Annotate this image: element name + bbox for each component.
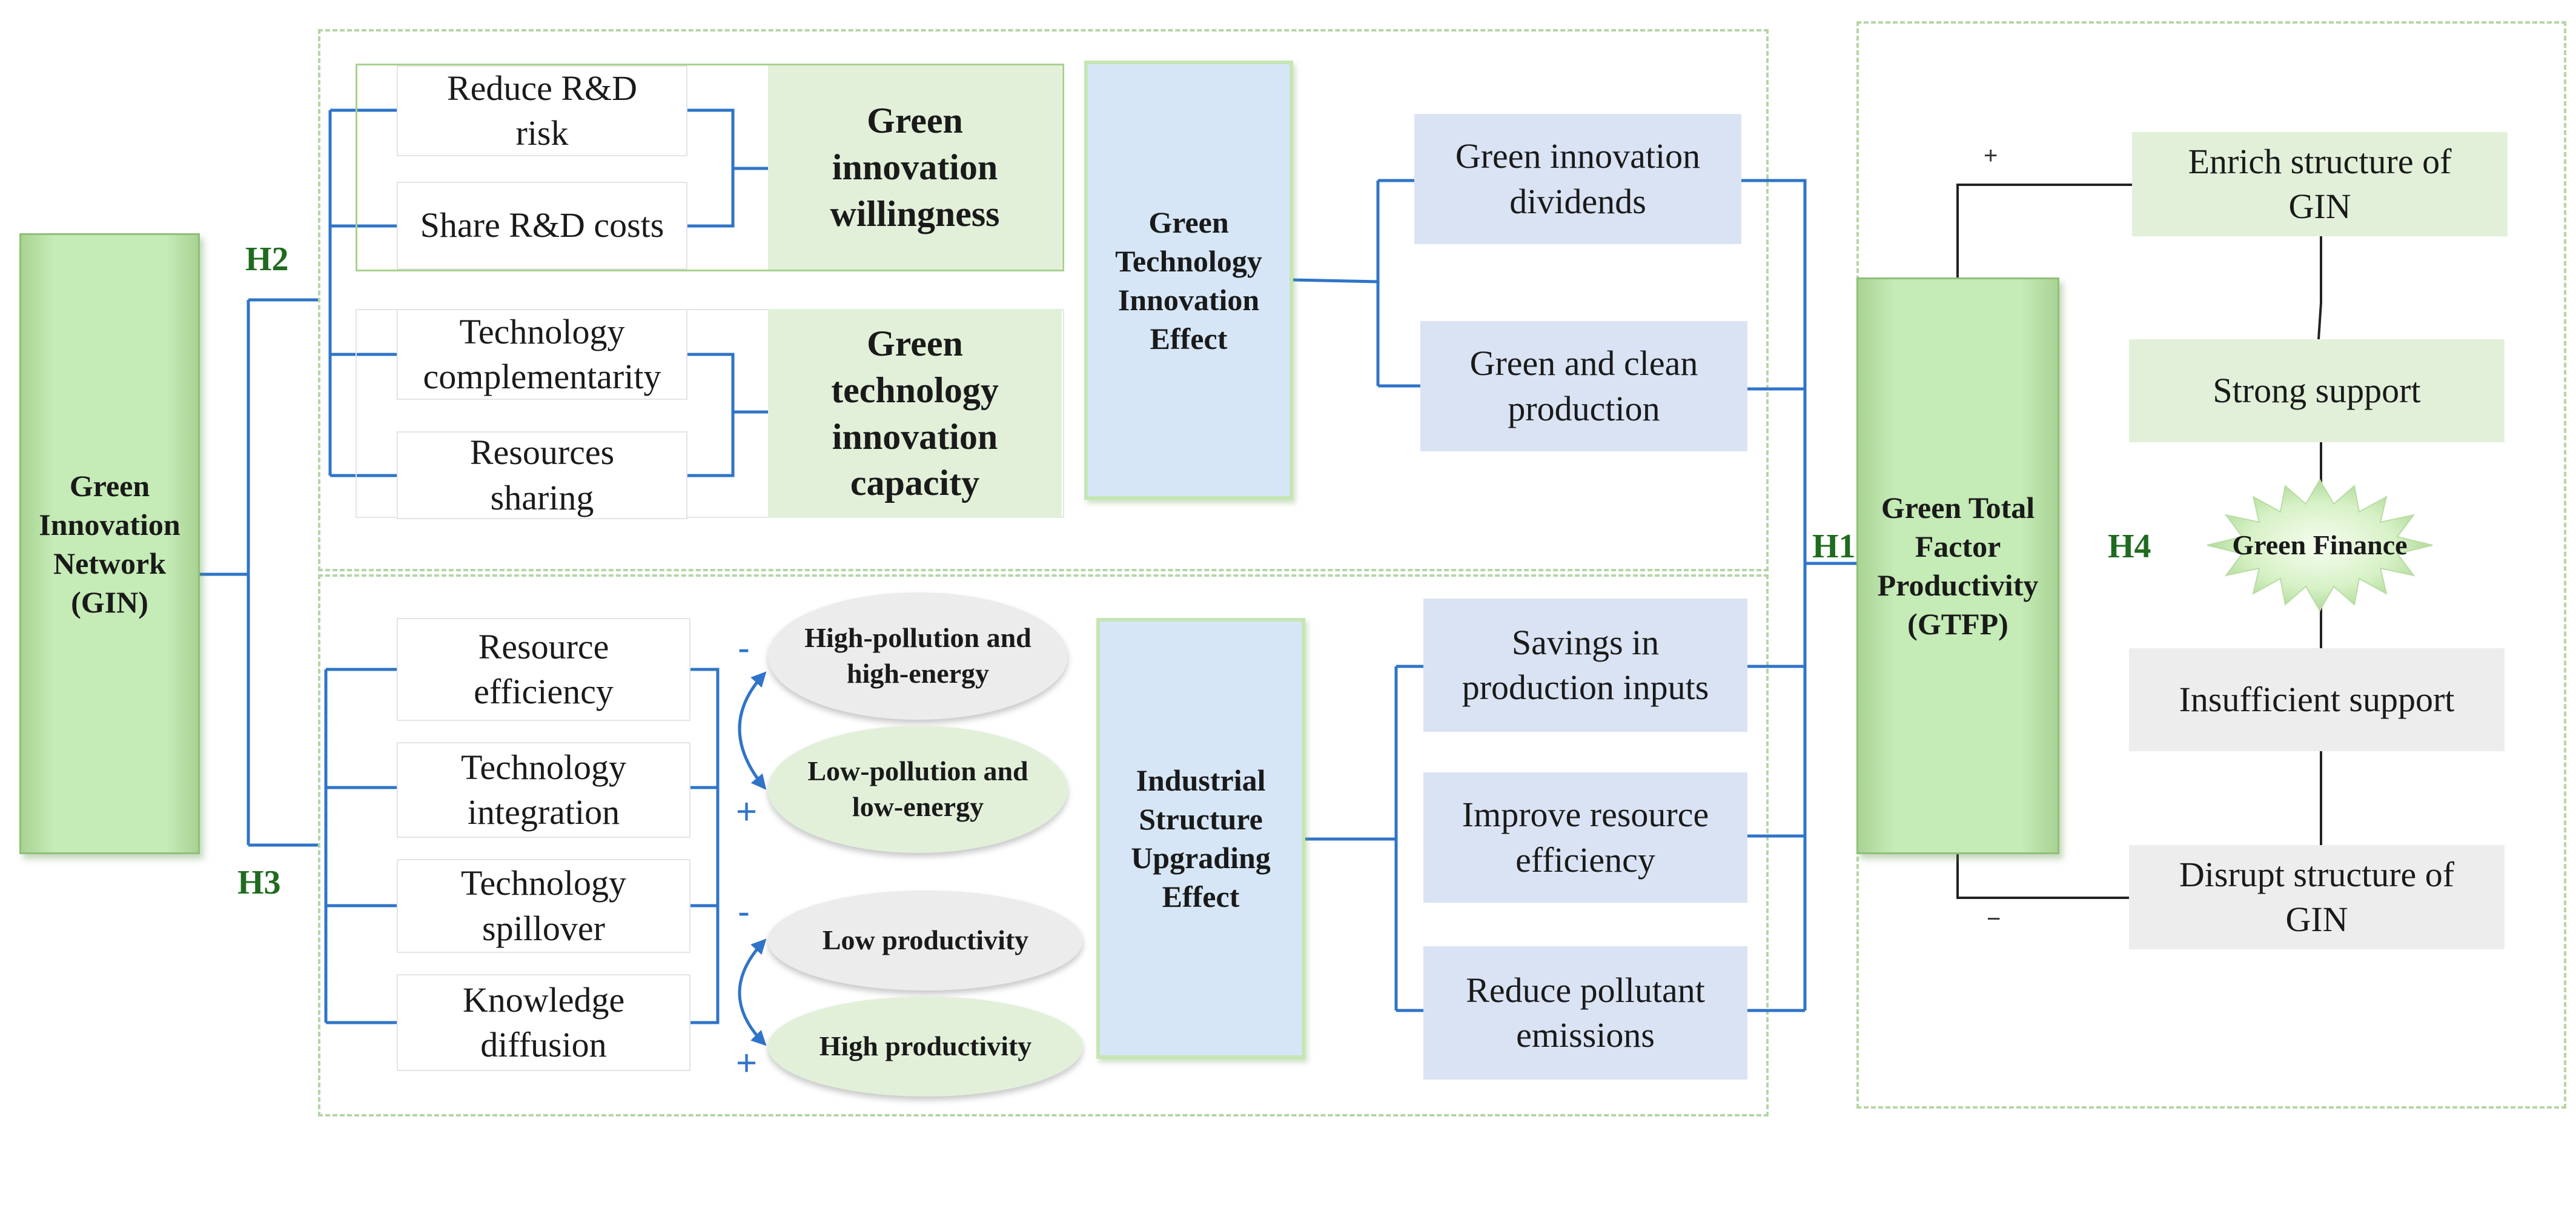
structure-item-technology-spillover: Technology spillover bbox=[397, 859, 690, 953]
enrich-structure-box: Enrich structure of GIN bbox=[2132, 132, 2508, 236]
gin-pillar: Green Innovation Network (GIN) bbox=[19, 233, 200, 854]
oval-high-pollution: High-pollution and high-energy bbox=[768, 592, 1068, 720]
capacity-item-resources-sharing: Resources sharing bbox=[397, 431, 687, 519]
sign-minus-disrupt: − bbox=[1987, 906, 2001, 932]
tech-innovation-section bbox=[318, 29, 1769, 571]
green-finance-label-wrap: Green Finance bbox=[2205, 479, 2435, 612]
structure-item-knowledge-diffusion: Knowledge diffusion bbox=[397, 974, 690, 1071]
hypothesis-h1-label: H1 bbox=[1812, 528, 1856, 565]
industrial-structure-section bbox=[318, 574, 1769, 1116]
green-finance-label: Green Finance bbox=[2232, 529, 2408, 560]
hypothesis-h4-label: H4 bbox=[2108, 528, 2151, 565]
tech-innovation-effect-box: Green Technology Innovation Effect bbox=[1084, 61, 1293, 500]
willingness-item-share-costs: Share R&D costs bbox=[397, 182, 687, 270]
structure-item-technology-integration: Technology integration bbox=[397, 742, 690, 838]
oval-low-productivity: Low productivity bbox=[768, 891, 1083, 990]
willingness-group-frame bbox=[356, 64, 1064, 271]
capacity-label-box: Green technology innovation capacity bbox=[768, 309, 1062, 518]
outcome-improve-resource-efficiency: Improve resource efficiency bbox=[1423, 772, 1747, 903]
sign-plus-productivity: + bbox=[736, 1043, 758, 1083]
starburst-shape bbox=[2207, 479, 2433, 612]
strong-support-box: Strong support bbox=[2129, 339, 2505, 442]
outcome-reduce-pollutant-emissions: Reduce pollutant emissions bbox=[1423, 946, 1747, 1080]
capacity-item-complementarity: Technology complementarity bbox=[397, 309, 687, 400]
sign-plus-pollution: + bbox=[736, 791, 758, 832]
oval-high-productivity: High productivity bbox=[768, 997, 1083, 1097]
industrial-structure-effect-box: Industrial Structure Upgrading Effect bbox=[1096, 618, 1305, 1059]
gin-label: Green Innovation Network (GIN) bbox=[39, 468, 180, 619]
outcome-green-innovation-dividends: Green innovation dividends bbox=[1414, 114, 1741, 244]
capacity-group-frame bbox=[356, 309, 1064, 518]
insufficient-support-box: Insufficient support bbox=[2129, 648, 2505, 751]
willingness-item-reduce-risk: Reduce R&D risk bbox=[397, 65, 687, 156]
willingness-label-box: Green innovation willingness bbox=[768, 65, 1062, 270]
gtfp-pillar: Green Total Factor Productivity (GTFP) bbox=[1856, 277, 2059, 854]
disrupt-structure-box: Disrupt structure of GIN bbox=[2129, 845, 2505, 949]
sign-minus-productivity: - bbox=[738, 891, 750, 932]
sign-minus-pollution: - bbox=[738, 628, 750, 668]
hypothesis-h3-label: H3 bbox=[237, 864, 281, 901]
hypothesis-h2-label: H2 bbox=[245, 241, 289, 278]
green-finance-starburst bbox=[2207, 479, 2433, 612]
outcome-savings-production-inputs: Savings in production inputs bbox=[1423, 599, 1747, 732]
structure-item-resource-efficiency: Resource efficiency bbox=[397, 618, 690, 721]
oval-low-pollution: Low-pollution and low-energy bbox=[768, 726, 1068, 853]
outcome-green-clean-production: Green and clean production bbox=[1420, 321, 1747, 451]
sign-plus-enrich: + bbox=[1984, 142, 1998, 169]
gtfp-label: Green Total Factor Productivity (GTFP) bbox=[1877, 491, 2039, 641]
